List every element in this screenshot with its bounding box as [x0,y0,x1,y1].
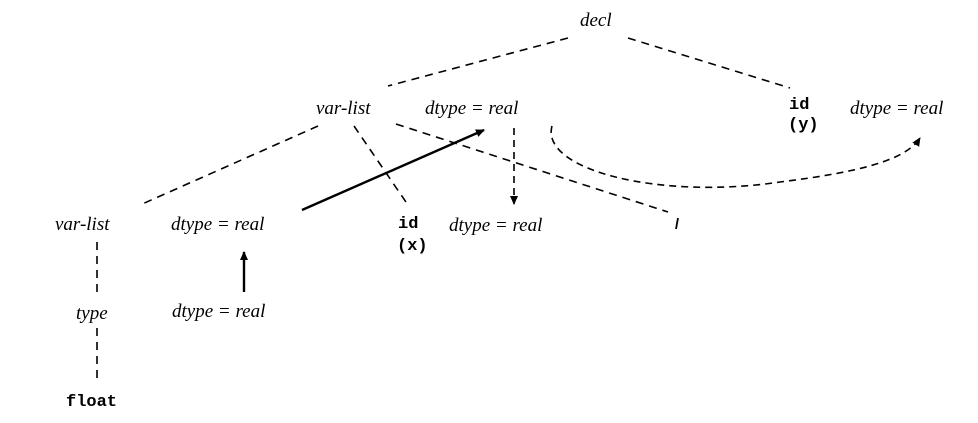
arrow-varlist-to-id-y [550,125,921,189]
edge-decl-varlist [387,37,569,87]
type-node: type [76,303,108,324]
float-token: float [66,393,118,412]
edge-varlist-comma [395,123,669,213]
var-list-top-dtype: dtype = real [425,98,519,119]
type-dtype: dtype = real [172,301,266,322]
edge-decl-id-y [627,37,791,89]
comma-token [675,217,679,230]
id-x-dtype: dtype = real [449,215,543,236]
id-y-argument: (y) [788,116,819,135]
edge-varlist-id-x [353,125,409,206]
var-list-node-bottom: var-list [55,214,110,235]
var-list-node-top: var-list [316,98,371,119]
id-x-node: id [398,215,419,234]
arrow-varlist-to-varlist [301,128,485,212]
id-y-node: id [789,96,810,115]
id-x-argument: (x) [397,237,428,256]
edge-varlist-varlist [139,125,319,206]
decl-node: decl [580,10,612,31]
var-list-bottom-dtype: dtype = real [171,214,265,235]
id-y-dtype: dtype = real [850,98,944,119]
